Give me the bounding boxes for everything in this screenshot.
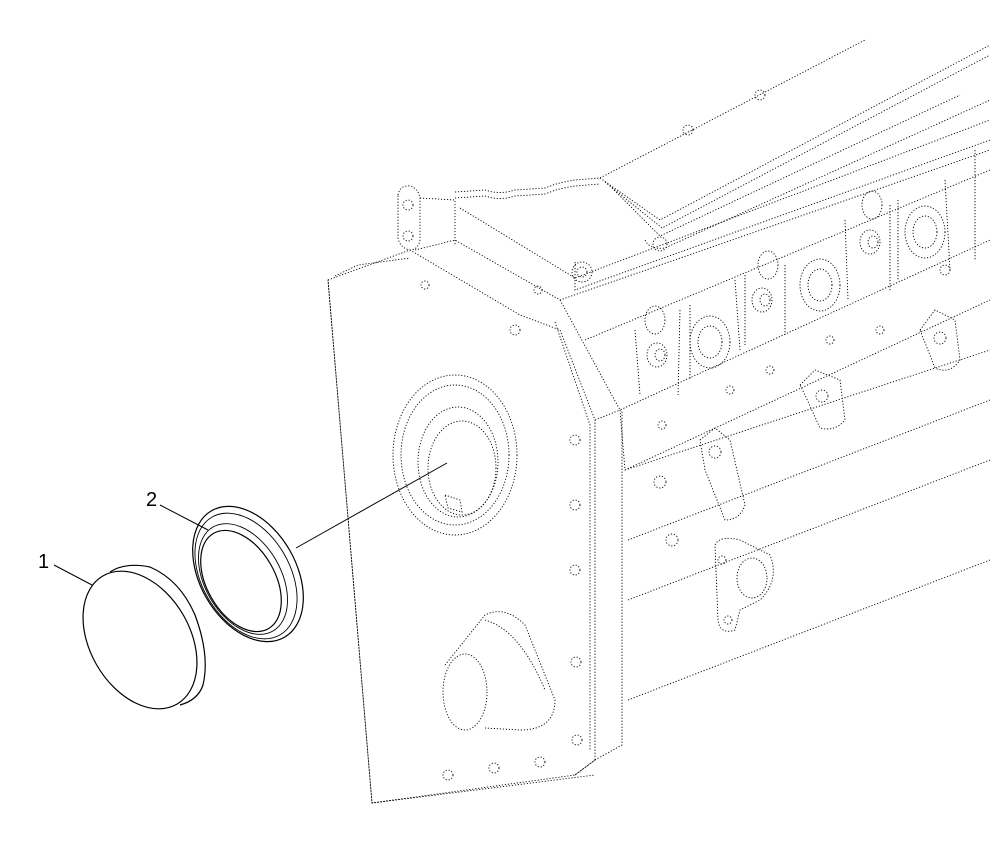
callout-leader-2 <box>159 504 209 531</box>
lifting-eye <box>397 185 456 251</box>
upper-side-face <box>414 149 991 701</box>
cover-cap <box>82 564 206 710</box>
conical-boss <box>442 611 556 731</box>
engine-block <box>327 39 991 804</box>
callout-1: 1 <box>38 551 93 586</box>
seal-ring <box>192 505 304 643</box>
seal-bore <box>392 374 518 536</box>
callout-label-1: 1 <box>38 551 49 573</box>
cylinder-bosses <box>634 150 976 396</box>
top-cover <box>454 39 991 291</box>
front-cover-plate <box>327 249 623 804</box>
mounting-lugs <box>653 264 961 632</box>
callout-leader-1 <box>53 564 93 586</box>
callout-label-2: 2 <box>146 489 157 511</box>
callout-2: 2 <box>146 489 209 531</box>
leader-line-bore <box>295 462 448 549</box>
